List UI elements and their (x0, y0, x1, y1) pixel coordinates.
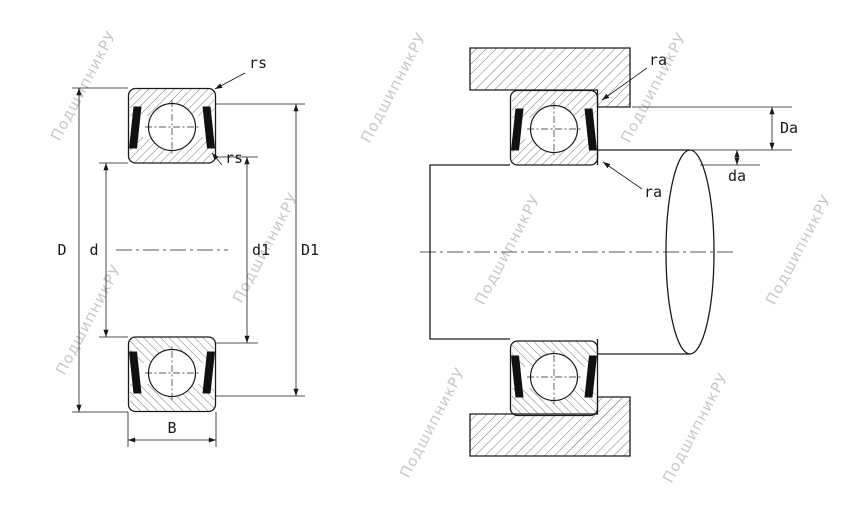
bearing-cross-section-view: D d d1 D1 B (57, 54, 319, 447)
dim-label-ra-top: ra (649, 51, 667, 69)
dim-label-ra-bottom: ra (644, 183, 662, 201)
dim-label-d1: d1 (252, 241, 270, 259)
dim-label-rs-top: rs (249, 54, 267, 72)
dim-label-da: da (728, 167, 746, 185)
callout-ra-top: ra (601, 51, 667, 101)
dim-label-rs-mid: rs (225, 149, 243, 167)
dimension-da: da (700, 150, 760, 185)
dim-label-d: d (89, 241, 98, 259)
callout-rs-mid: rs (211, 149, 243, 167)
callout-rs-top: rs (214, 54, 267, 90)
dim-label-D: D (57, 241, 66, 259)
dimension-D: D (57, 87, 128, 413)
bearing-mounted-view: ra ra Da da (420, 47, 798, 457)
dimension-d: d (89, 162, 128, 338)
dimension-Da: Da (632, 106, 798, 151)
dim-label-Da: Da (780, 119, 798, 137)
dimension-d1: d1 (216, 156, 270, 344)
dim-label-D1: D1 (301, 241, 319, 259)
dimension-B: B (127, 412, 217, 447)
dimension-D1: D1 (216, 103, 319, 397)
dim-label-B: B (167, 419, 176, 437)
callout-ra-bottom: ra (602, 161, 662, 201)
